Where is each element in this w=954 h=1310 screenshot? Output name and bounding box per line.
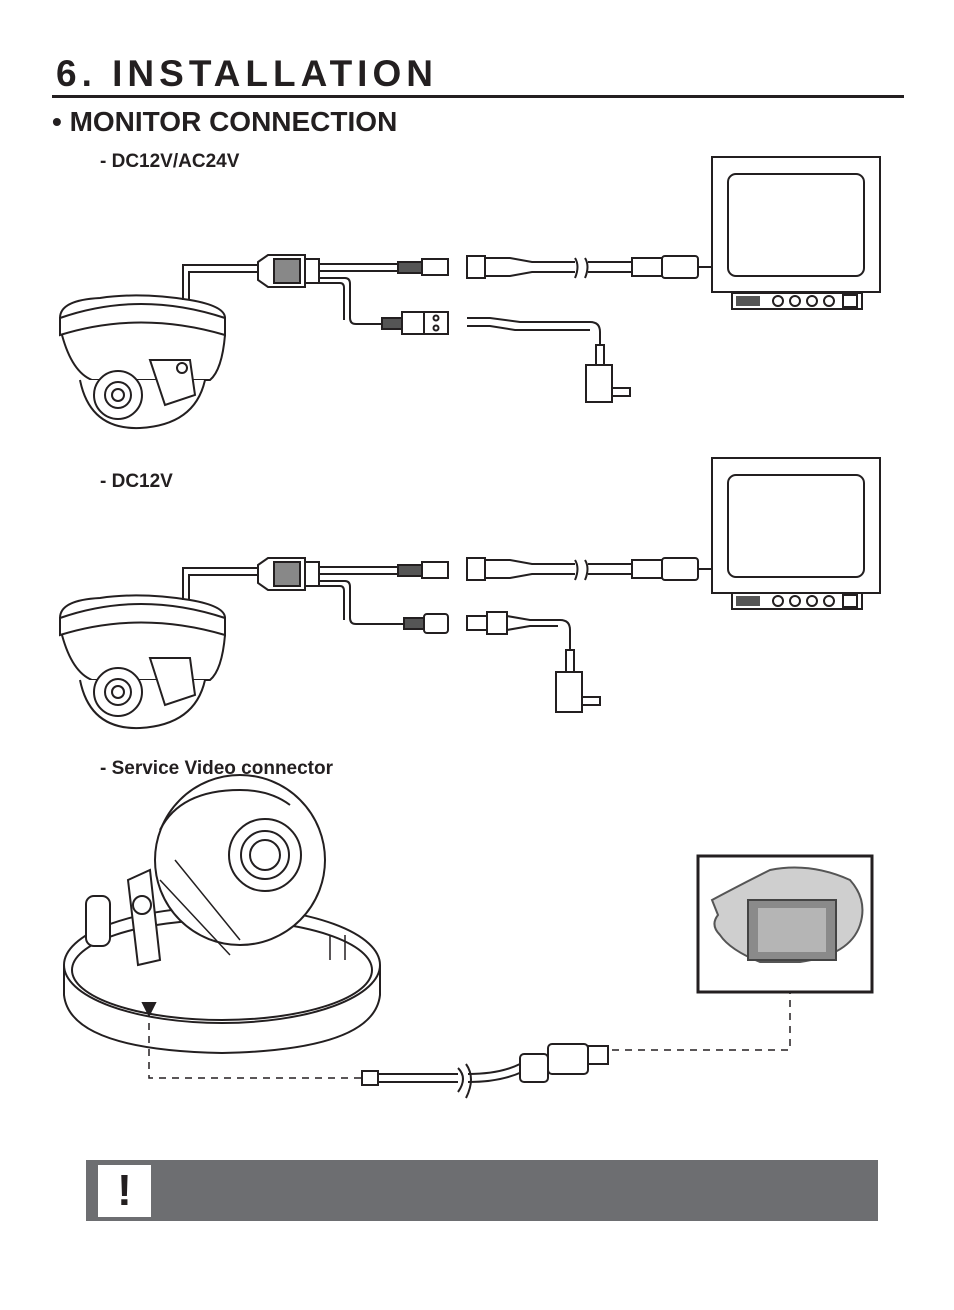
note-bar: ! <box>86 1160 878 1221</box>
monitor-icon <box>711 156 881 310</box>
cable-junction-icon <box>257 254 320 288</box>
title-rule <box>52 95 904 98</box>
diagram-3-label: - Service Video connector <box>100 758 334 779</box>
dome-camera-icon <box>59 594 226 730</box>
section-heading: • MONITOR CONNECTION <box>52 106 398 137</box>
exclamation-glyph: ! <box>117 1166 132 1215</box>
exclamation-icon: ! <box>98 1165 151 1217</box>
power-adapter-icon <box>585 344 631 403</box>
handheld-monitor-image <box>696 854 874 994</box>
dome-camera-icon <box>59 294 226 430</box>
service-cable-icon <box>361 1043 609 1099</box>
page-title: 6. INSTALLATION <box>56 53 438 94</box>
power-adapter-icon <box>555 649 601 713</box>
diagram-1-label: - DC12V/AC24V <box>100 151 240 172</box>
monitor-icon <box>711 457 881 610</box>
diagram-2-label: - DC12V <box>100 471 173 492</box>
open-camera-icon <box>63 774 381 1055</box>
